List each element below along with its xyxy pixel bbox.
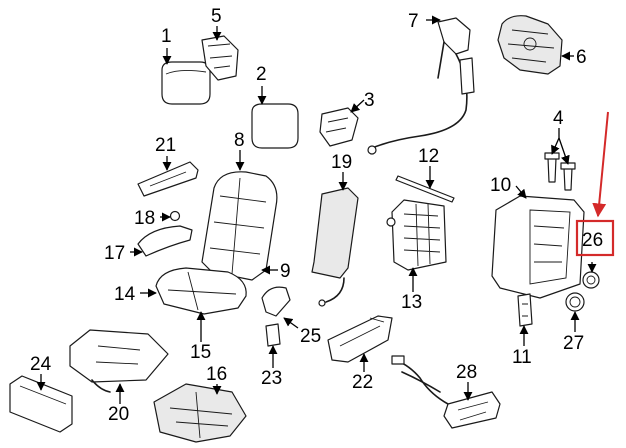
part-bracket-5 [201,35,239,81]
part-headrest-1 [161,61,211,105]
leader-4b [558,137,570,165]
callout-7: 7 [408,11,419,32]
callout-8: 8 [234,130,245,151]
highlight-arrow-26 [592,111,609,218]
callout-15: 15 [190,342,211,363]
callout-24: 24 [30,354,52,375]
callout-1: 1 [161,26,172,47]
part-cushion-20 [69,329,169,393]
callout-4: 4 [553,108,564,129]
callout-25: 25 [300,326,321,347]
part-headrest-pad-2 [251,103,299,149]
callout-21: 21 [155,135,176,156]
part-panel-24 [9,375,73,433]
leader-25 [283,317,299,329]
part-shield-25 [261,286,291,317]
callout-13: 13 [401,292,422,313]
callout-23: 23 [261,368,282,389]
callout-9: 9 [280,261,291,282]
part-seat-back-8 [201,171,278,281]
part-clip-18 [169,210,181,222]
part-switch-28 [391,355,501,429]
part-frame-13 [386,199,447,271]
callout-22: 22 [352,372,373,393]
callout-18: 18 [134,208,155,229]
part-knob-27 [565,292,585,312]
part-knob-26 [582,271,600,289]
leader-lines [36,15,609,404]
part-rod-12 [395,175,455,203]
callout-10: 10 [490,175,511,196]
callout-6: 6 [576,47,587,68]
part-recliner-6 [497,15,563,75]
part-side-shield-22 [327,315,393,363]
part-trim-cover-3 [319,107,359,147]
part-back-panel-19 [311,187,359,307]
leader-4a [551,128,560,155]
leader-10 [515,185,527,199]
leader-3 [350,99,365,113]
part-seat-cushion-14 [155,267,247,315]
callout-17: 17 [104,243,125,264]
callout-16: 16 [206,364,227,385]
callout-12: 12 [418,146,439,167]
callout-labels: 1 5 2 3 7 6 4 21 8 19 12 10 18 26 17 9 1… [30,6,603,425]
callout-14: 14 [114,284,136,305]
highlight-box-26 [575,219,615,257]
callout-5: 5 [211,6,222,27]
callout-2: 2 [256,64,267,85]
part-frame-10 [491,195,585,299]
callout-3: 3 [364,90,375,111]
part-bolts-4 [544,152,576,191]
part-cable-7 [367,17,475,155]
callout-19: 19 [331,152,352,173]
callout-20: 20 [108,404,129,425]
part-trim-21 [137,161,199,197]
part-trim-17 [137,225,193,257]
callout-28: 28 [456,362,477,383]
callout-26: 26 [582,230,603,251]
part-handle-11 [517,293,533,327]
part-seat-pan-16 [153,383,247,443]
part-bracket-23 [265,323,281,347]
callout-11: 11 [512,347,532,368]
callout-27: 27 [563,333,584,354]
